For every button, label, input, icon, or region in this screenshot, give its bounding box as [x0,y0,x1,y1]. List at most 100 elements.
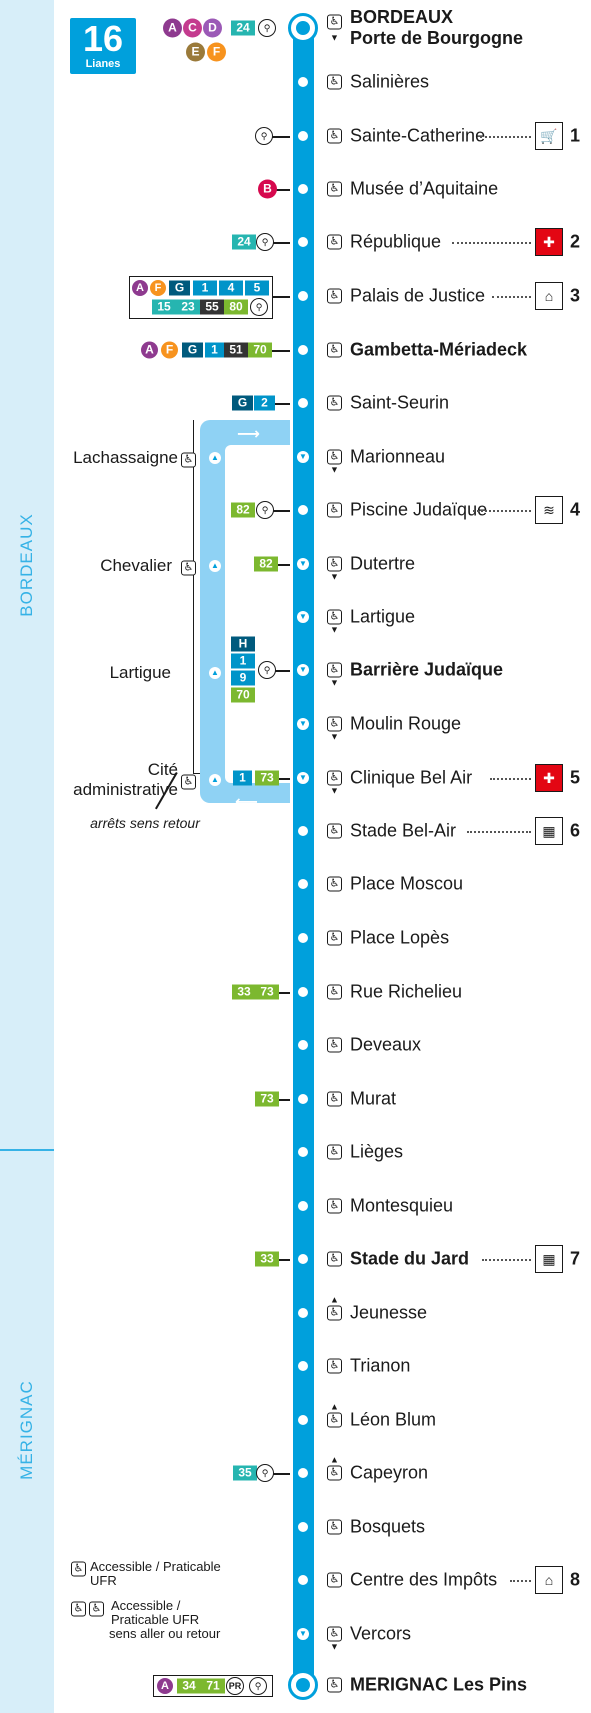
tram-b-badge[interactable]: B [258,179,277,199]
stop-name[interactable]: Deveaux [350,1034,422,1055]
stop-name[interactable]: Lièges [350,1141,404,1162]
tram-f-badge[interactable]: F [161,341,178,359]
stop-name[interactable]: Léon Blum [350,1409,437,1430]
bus-15-badge[interactable]: 15 [152,299,176,315]
bus-82-badge[interactable]: 82 [254,556,278,572]
tram-a-badge[interactable]: A [157,1678,173,1694]
bus-34-badge[interactable]: 34 [177,1678,201,1694]
bus-24-badge[interactable]: 24 [231,20,255,36]
bus-4-badge[interactable]: 4 [219,280,243,296]
house-icon[interactable]: ⌂ [535,282,563,310]
loop-arrow-right-icon: ⟶ [237,426,260,443]
accessible-icon: ♿ [327,342,342,358]
bus-73-badge[interactable]: 73 [255,984,279,1000]
bike-icon: ⚲ [255,127,273,145]
stop-name[interactable]: Vercors [350,1623,412,1644]
stop-name[interactable]: Jeunesse [350,1302,428,1323]
bus-80-badge[interactable]: 80 [224,299,248,315]
red-cross-icon[interactable]: ✚ [535,764,563,792]
tram-e-badge[interactable]: E [186,42,205,62]
terminus-end-label[interactable]: MERIGNAC Les Pins [350,1674,528,1695]
stop-name[interactable]: Palais de Justice [350,285,486,306]
accessible-icon: ♿ [327,1626,342,1642]
corol-h-badge[interactable]: H [231,636,255,652]
return-stop-lachassaigne[interactable]: Lachassaigne [73,448,178,467]
stop-name[interactable]: Saint-Seurin [350,392,450,413]
bus-70-badge[interactable]: 70 [231,687,255,703]
bus-73-badge[interactable]: 73 [255,1091,279,1107]
bus-55-badge[interactable]: 55 [200,299,224,315]
house-icon[interactable]: ⌂ [535,1566,563,1594]
corol-g-badge[interactable]: G [182,342,203,358]
stop-name[interactable]: Stade du Jard [350,1248,470,1269]
bus-9-badge[interactable]: 9 [231,670,255,686]
red-cross-icon[interactable]: ✚ [535,228,563,256]
stop-dot [298,1040,308,1050]
tram-a-badge[interactable]: A [163,18,182,38]
bike-icon: ⚲ [249,1677,267,1695]
stop-name[interactable]: Place Lopès [350,927,450,948]
stop-name[interactable]: Murat [350,1088,397,1109]
accessible-icon: ♿ [327,181,342,197]
bus-1-badge[interactable]: 1 [193,280,217,296]
bus-1-badge[interactable]: 1 [233,770,252,786]
stop-name[interactable]: Sainte-Catherine [350,125,486,146]
return-stop-dot: ▲ [209,560,221,572]
bus-23-badge[interactable]: 23 [176,299,200,315]
tram-a-badge[interactable]: A [141,341,158,359]
return-stop-chevalier[interactable]: Chevalier [100,556,172,575]
tram-c-badge[interactable]: C [183,18,202,38]
bus-5-badge[interactable]: 5 [245,280,269,296]
stop-name[interactable]: Montesquieu [350,1195,454,1216]
stop-name[interactable]: Stade Bel-Air [350,820,457,841]
bus-1-badge[interactable]: 1 [205,342,224,358]
bus-2-badge[interactable]: 2 [254,395,275,411]
stadium-icon[interactable]: ▦ [535,817,563,845]
bus-70-badge[interactable]: 70 [248,342,272,358]
accessible-one-way-icon: ♿ [89,1601,104,1617]
stop-name[interactable]: Clinique Bel Air [350,767,473,788]
stop-name[interactable]: Trianon [350,1355,411,1376]
tram-a-badge[interactable]: A [132,280,148,296]
tram-d-badge[interactable]: D [203,18,222,38]
stop-name[interactable]: République [350,231,442,252]
stop-name[interactable]: Rue Richelieu [350,981,463,1002]
stop-name[interactable]: Moulin Rouge [350,713,462,734]
tram-f-badge[interactable]: F [207,42,226,62]
stop-name[interactable]: Place Moscou [350,873,464,894]
stop-name[interactable]: Capeyron [350,1462,429,1483]
corol-g-badge[interactable]: G [232,395,253,411]
return-stop-cite-administrative[interactable]: Cité administrative [73,760,178,799]
shopping-cart-icon[interactable]: 🛒 [535,122,563,150]
bike-icon: ⚲ [258,19,276,37]
poi-number: 4 [570,499,581,520]
accessible-icon: ♿ [327,128,342,144]
bus-33-badge[interactable]: 33 [232,984,256,1000]
poi-leader [473,510,531,512]
stop-name[interactable]: Marionneau [350,446,446,467]
stop-name[interactable]: Salinières [350,71,430,92]
swimming-pool-icon[interactable]: ≋ [535,496,563,524]
stop-name[interactable]: Barrière Judaïque [350,659,504,680]
stop-name[interactable]: Piscine Judaïque [350,499,488,520]
bus-24-badge[interactable]: 24 [232,234,256,250]
return-stop-lartigue[interactable]: Lartigue [109,663,171,682]
bus-33-badge[interactable]: 33 [255,1251,279,1267]
bus-82-badge[interactable]: 82 [231,502,255,518]
stadium-icon[interactable]: ▦ [535,1245,563,1273]
bus-1-badge[interactable]: 1 [231,653,255,669]
stop-name[interactable]: Gambetta-Mériadeck [350,339,528,360]
bus-35-badge[interactable]: 35 [233,1465,257,1481]
bus-51-badge[interactable]: 51 [224,342,248,358]
tram-f-badge[interactable]: F [150,280,166,296]
stop-name[interactable]: Dutertre [350,553,416,574]
stop-name[interactable]: Centre des Impôts [350,1569,498,1590]
stop-name[interactable]: Musée d’Aquitaine [350,178,499,199]
bus-73-badge[interactable]: 73 [255,770,279,786]
bus-71-badge[interactable]: 71 [201,1678,225,1694]
stop-name[interactable]: Bosquets [350,1516,426,1537]
stop-name[interactable]: Lartigue [350,606,416,627]
accessible-icon: ♿ [71,1601,86,1617]
corol-g-badge[interactable]: G [169,280,190,296]
terminus-start-label[interactable]: BORDEAUX Porte de Bourgogne [350,7,523,49]
